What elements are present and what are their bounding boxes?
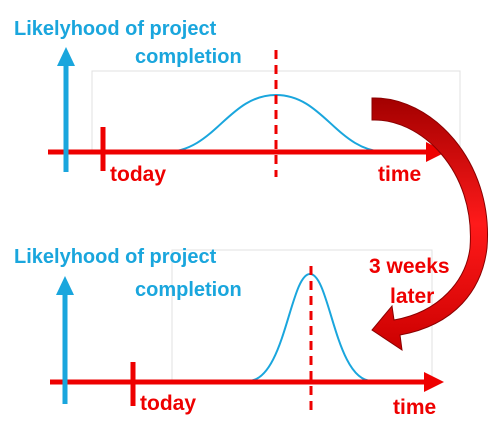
top-y-label-line1: Likelyhood of project bbox=[14, 18, 217, 40]
bottom-y-label-line1: Likelyhood of project bbox=[14, 246, 217, 268]
bottom-panel: Likelyhood of project completion today t… bbox=[14, 246, 444, 419]
top-time-label: time bbox=[378, 163, 421, 186]
curved-arrow-icon bbox=[371, 97, 488, 352]
bottom-today-label: today bbox=[140, 392, 196, 415]
top-likelihood-axis-arrowhead bbox=[57, 47, 75, 66]
bottom-likelihood-axis-arrowhead bbox=[56, 276, 74, 295]
top-time-axis-arrowhead bbox=[426, 142, 446, 162]
top-y-label-line2: completion bbox=[135, 46, 242, 68]
bottom-time-label: time bbox=[393, 396, 436, 419]
transition-label-line2: later bbox=[390, 285, 434, 308]
top-panel: Likelyhood of project completion today t… bbox=[14, 18, 461, 186]
bottom-y-label-line2: completion bbox=[135, 279, 242, 301]
top-today-label: today bbox=[110, 163, 166, 186]
transition-arrow: 3 weeks later bbox=[369, 97, 488, 352]
bottom-time-axis-arrowhead bbox=[424, 372, 444, 392]
transition-label-line1: 3 weeks bbox=[369, 255, 450, 278]
